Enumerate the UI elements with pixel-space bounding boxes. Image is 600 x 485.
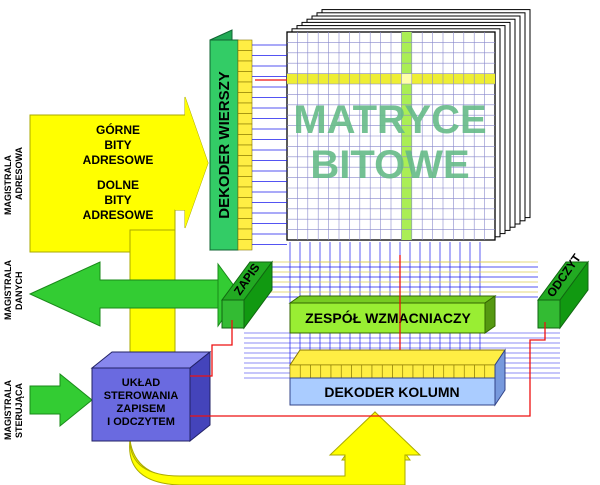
row-decoder-cell	[237, 60, 253, 72]
control-unit-face	[91, 367, 191, 442]
read-block: ODCZYT	[537, 251, 589, 330]
upper-bits-line2: BITY	[104, 138, 131, 152]
control-bus-label-line2: STERUJĄCA	[14, 382, 24, 438]
control-unit: UKŁAD STEROWANIA ZAPISEM I ODCZYTEM	[90, 350, 212, 443]
sense-amplifiers: ZESPÓŁ WZMACNIACZY	[288, 295, 497, 334]
lower-bits-line3: ADRESOWE	[83, 208, 154, 222]
selected-cell	[401, 73, 412, 84]
column-decoder-cell	[289, 364, 301, 379]
column-decoder-cell	[484, 364, 496, 379]
column-decoder-cell	[433, 364, 445, 379]
column-decoder-cell	[361, 364, 373, 379]
column-decoder-label: DEKODER KOLUMN	[324, 384, 459, 400]
column-decoder-cell	[381, 364, 393, 379]
column-decoder-cells	[289, 364, 496, 379]
data-bus-label-line1: MAGISTRALA	[3, 260, 13, 320]
sense-amps-top	[288, 295, 497, 304]
upper-bits-line3: ADRESOWE	[83, 153, 154, 167]
row-decoder-face	[209, 39, 239, 251]
row-decoder-cell	[237, 176, 253, 188]
row-decoder-cell	[237, 218, 253, 230]
address-bus-label-line1: MAGISTRALA	[3, 155, 13, 215]
row-decoder-cell	[237, 186, 253, 198]
lower-bits-line2: BITY	[104, 193, 131, 207]
column-decoder-cell	[310, 364, 322, 379]
row-decoder-cell	[237, 155, 253, 167]
column-decoder-cell	[474, 364, 486, 379]
control-bus-label-line1: MAGISTRALA	[3, 380, 13, 440]
control-unit-side	[189, 350, 211, 443]
row-decoder-cell	[237, 123, 253, 135]
write-block-face	[221, 299, 245, 329]
row-decoder-cell	[237, 102, 253, 114]
control-bus-label: MAGISTRALA STERUJĄCA	[3, 380, 24, 440]
read-block-face	[537, 299, 561, 329]
control-unit-line4: I ODCZYTEM	[107, 416, 175, 428]
row-decoder-cell	[237, 228, 253, 240]
column-decoder-cell	[422, 364, 434, 379]
control-unit-line2: STEROWANIA	[104, 390, 179, 402]
address-bus-label: MAGISTRALA ADRESOWA	[3, 146, 24, 215]
row-decoder-cell	[237, 197, 253, 209]
row-decoder-cell	[237, 207, 253, 219]
sense-amps-side	[484, 295, 496, 334]
column-decoder-cell	[392, 364, 404, 379]
control-bus-arrow	[29, 372, 93, 428]
matrix-front-grid	[286, 31, 496, 241]
column-decoder-cell	[402, 364, 414, 379]
column-decoder: DEKODER KOLUMN	[289, 348, 506, 407]
row-decoder-cell	[237, 134, 253, 146]
row-decoder-cell	[237, 39, 253, 51]
column-decoder-cell	[463, 364, 475, 379]
matrix-label-line1: MATRYCE	[293, 98, 486, 142]
column-decoder-cell	[320, 364, 332, 379]
control-to-read-line	[190, 322, 546, 417]
row-decoder: DEKODER WIERSZY	[209, 29, 287, 251]
control-to-write-line	[190, 320, 233, 377]
sense-amps-face	[289, 302, 486, 334]
address-bus-label-line2: ADRESOWA	[14, 146, 24, 200]
row-decoder-cell	[237, 50, 253, 62]
matrix-label-line2: BITOWE	[310, 143, 469, 187]
column-decoder-cell	[443, 364, 455, 379]
column-decoder-cell	[299, 364, 311, 379]
column-decoder-cell	[412, 364, 424, 379]
row-decoder-cell	[237, 165, 253, 177]
data-bus-label-line2: DANYCH	[14, 271, 24, 310]
control-unit-line1: UKŁAD	[122, 377, 161, 389]
column-decoder-cells-top	[289, 349, 506, 366]
column-decoder-face	[289, 377, 496, 406]
row-decoder-cell	[237, 113, 253, 125]
write-block: ZAPIS	[221, 260, 273, 330]
row-decoder-cell	[237, 144, 253, 156]
sense-amps-label: ZESPÓŁ WZMACNIACZY	[305, 309, 471, 326]
column-decoder-cell	[371, 364, 383, 379]
address-arrow-head	[175, 97, 208, 228]
upper-bits-line1: GÓRNE	[96, 122, 140, 137]
row-decoder-cell	[237, 92, 253, 104]
row-decoder-cell	[237, 81, 253, 93]
control-signal-lines	[190, 79, 546, 417]
column-decoder-cell	[453, 364, 465, 379]
row-decoder-label: DEKODER WIERSZY	[216, 71, 233, 219]
column-decoder-arrow	[129, 411, 422, 485]
lower-bits-line1: DOLNE	[97, 178, 139, 192]
row-decoder-cell	[237, 239, 253, 251]
data-bus-label: MAGISTRALA DANYCH	[3, 260, 24, 320]
row-decoder-cell	[237, 71, 253, 83]
column-decoder-cell	[340, 364, 352, 379]
column-decoder-cell	[351, 364, 363, 379]
control-unit-line3: ZAPISEM	[117, 403, 166, 415]
row-decoder-cells	[237, 39, 287, 251]
data-bus-left-arrow	[28, 261, 219, 327]
column-decoder-cell	[330, 364, 342, 379]
